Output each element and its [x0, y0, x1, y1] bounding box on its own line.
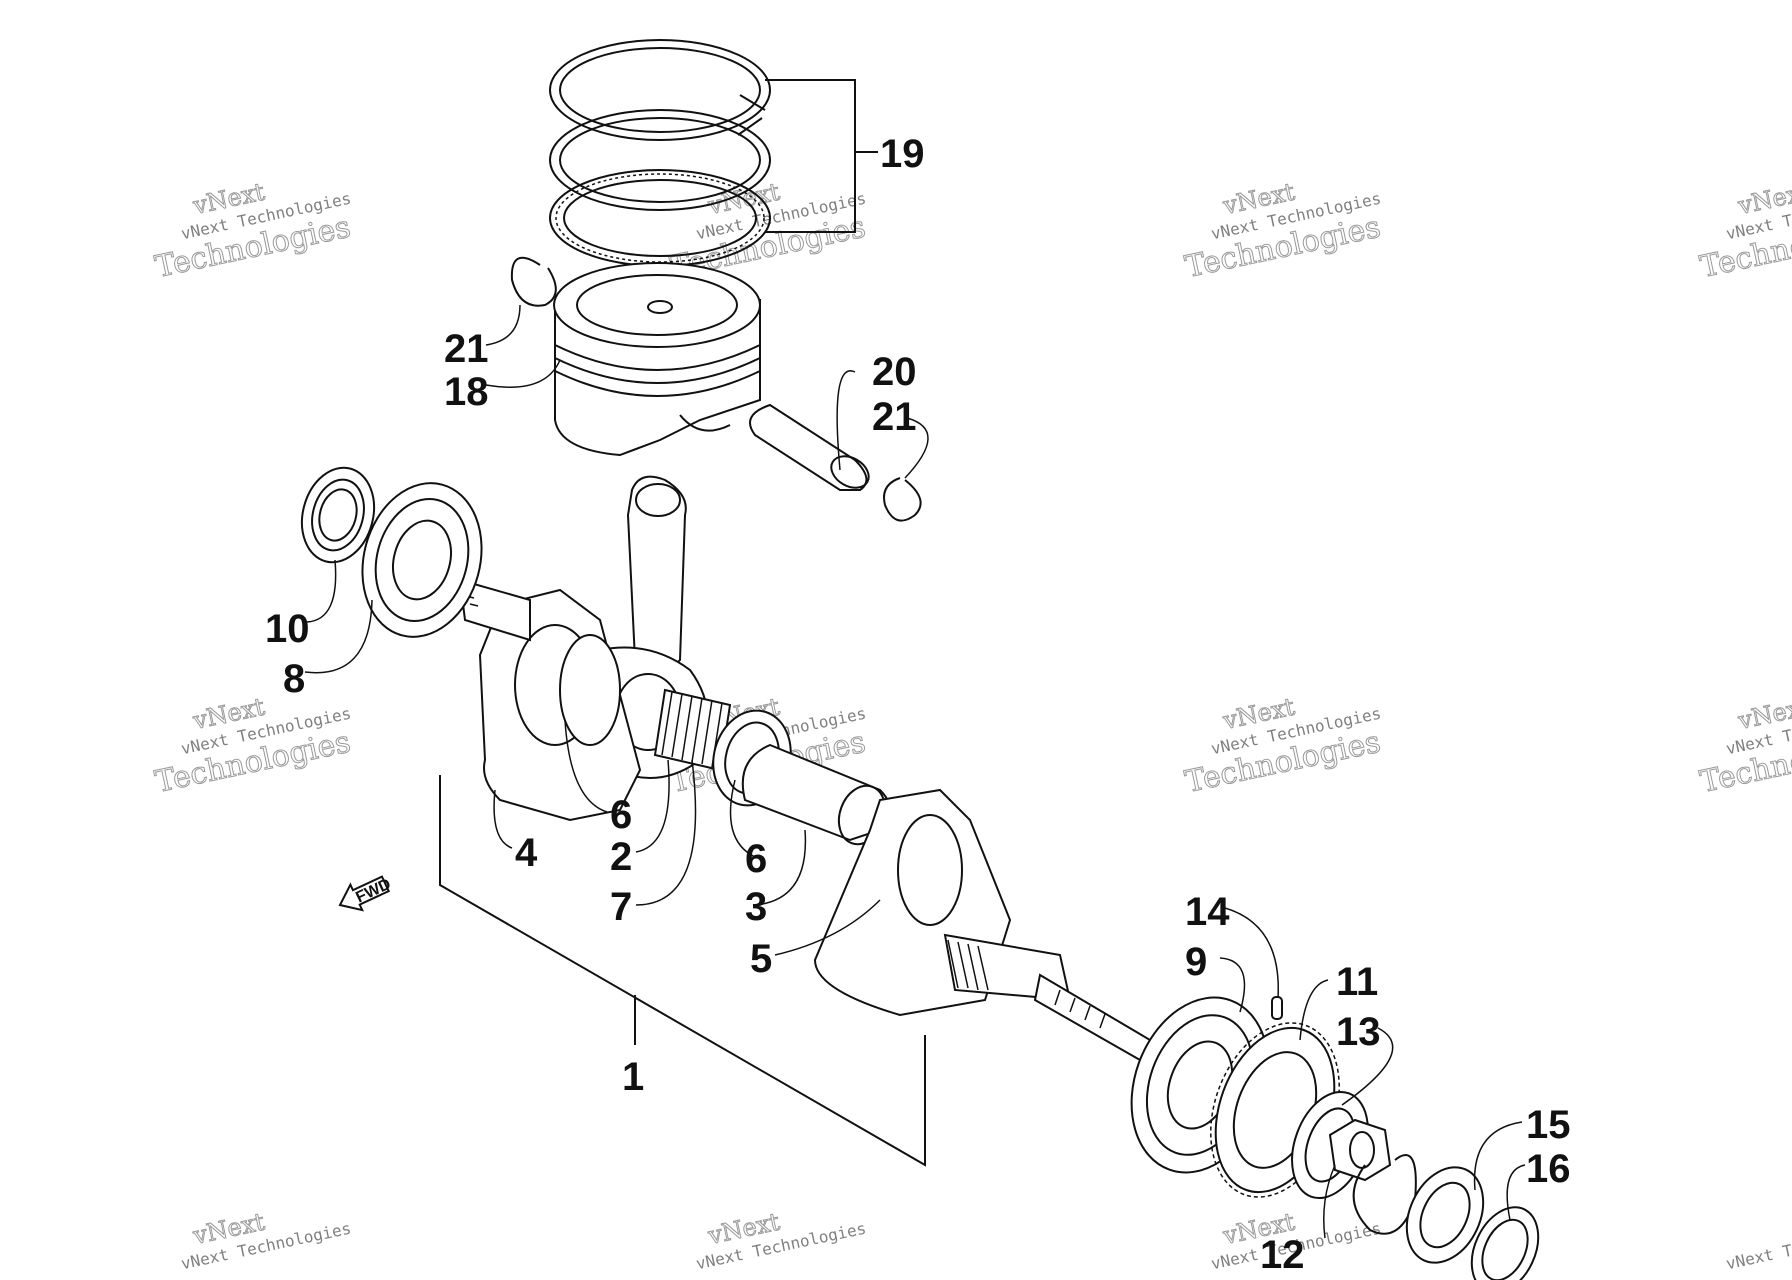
watermark: vNext vNext Technologies: [179, 1207, 353, 1273]
piston-rings: [549, 39, 771, 267]
part-label-15: 15: [1526, 1103, 1571, 1147]
part-label-1: 1: [622, 1055, 644, 1099]
part-label-10: 10: [265, 607, 310, 651]
part-label-8: 8: [283, 657, 305, 701]
part-label-4: 4: [515, 831, 538, 875]
part-label-7: 7: [610, 885, 632, 929]
watermark: vNext vNext Technologies Technologies: [1182, 177, 1384, 286]
oil-seal-left: [300, 466, 376, 564]
watermark: vNext vNext Technologies Technologies: [152, 692, 354, 801]
part-label-16: 16: [1526, 1147, 1571, 1191]
assembly-bracket: [439, 775, 926, 1167]
part-label-12: 12: [1260, 1233, 1305, 1277]
svg-text:vNext Technologies: vNext Technologies: [1724, 1219, 1792, 1274]
part-label-21: 21: [444, 327, 489, 371]
part-label-2: 2: [610, 835, 632, 879]
woodruff-key: [1271, 996, 1283, 1020]
part-labels: 19 21 18 20 21 10 8 6 4 2 6 7 3 5 1 14 9…: [265, 132, 1571, 1277]
part-label-13: 13: [1336, 1010, 1381, 1054]
main-bearing-left: [361, 482, 483, 638]
leader-lines: [304, 304, 1526, 1239]
watermark: vNext vNext Technologies Technologies: [1697, 692, 1792, 801]
part-label-21: 21: [872, 395, 917, 439]
part-label-20: 20: [872, 350, 917, 394]
watermark: vNext Technologies: [1724, 1219, 1792, 1274]
outer-bearing: [1405, 1166, 1485, 1264]
part-label-6: 6: [610, 793, 632, 837]
circlip-right: [1352, 1154, 1417, 1235]
crank-web-right: [813, 788, 1152, 1062]
crank-web-left: [458, 578, 642, 822]
piston: [553, 262, 761, 457]
piston-pin: [749, 403, 870, 491]
circlip-upper: [510, 256, 557, 307]
part-label-3: 3: [745, 885, 767, 929]
part-label-9: 9: [1185, 940, 1207, 984]
forward-arrow-icon: FWD: [338, 875, 394, 912]
circlip-lower: [883, 477, 922, 522]
part-label-18: 18: [444, 370, 489, 414]
rings-bracket: [765, 79, 878, 233]
part-label-11: 11: [1336, 960, 1378, 1004]
part-label-14: 14: [1185, 890, 1230, 934]
watermark: vNext vNext Technologies Technologies: [1182, 692, 1384, 801]
part-label-19: 19: [880, 132, 925, 176]
watermark: vNext vNext Technologies: [694, 1207, 868, 1273]
part-label-5: 5: [750, 937, 772, 981]
outer-seal: [1470, 1206, 1540, 1280]
part-label-6: 6: [745, 837, 767, 881]
watermark: vNext vNext Technologies Technologies: [1697, 177, 1792, 286]
watermark: vNext vNext Technologies Technologies: [152, 177, 354, 286]
